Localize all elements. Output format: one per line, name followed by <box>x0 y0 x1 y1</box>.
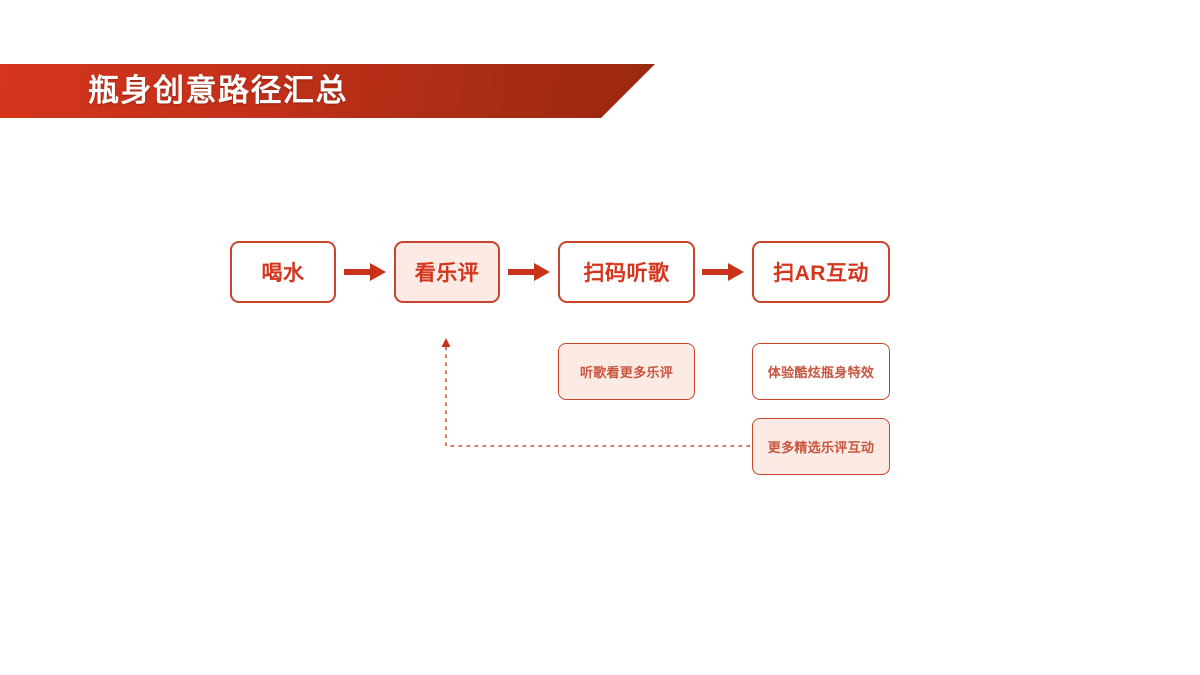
outcome-box-label: 更多精选乐评互动 <box>767 440 875 455</box>
flow-step-label: 扫AR互动 <box>773 262 869 285</box>
outcome-box-bottle-effects[interactable]: 体验酷炫瓶身特效 <box>752 343 890 400</box>
arrow-right-icon <box>344 261 386 283</box>
flow-step-drink-water[interactable]: 喝水 <box>230 241 336 303</box>
page-title: 瓶身创意路径汇总 <box>88 73 348 108</box>
title-banner <box>0 64 655 118</box>
arrow-right-icon <box>508 261 550 283</box>
flow-step-label: 喝水 <box>261 262 305 285</box>
outcome-box-label: 听歌看更多乐评 <box>579 365 674 380</box>
outcome-box-label: 体验酷炫瓶身特效 <box>767 365 875 380</box>
flow-step-label: 扫码听歌 <box>583 262 670 285</box>
flow-step-view-comments[interactable]: 看乐评 <box>394 241 500 303</box>
arrow-right-icon <box>702 261 744 283</box>
outcome-box-more-comments[interactable]: 听歌看更多乐评 <box>558 343 695 400</box>
outcome-box-curated-interaction[interactable]: 更多精选乐评互动 <box>752 418 890 475</box>
flow-step-scan-listen[interactable]: 扫码听歌 <box>558 241 695 303</box>
flow-step-label: 看乐评 <box>414 262 480 285</box>
flow-step-scan-ar[interactable]: 扫AR互动 <box>752 241 890 303</box>
